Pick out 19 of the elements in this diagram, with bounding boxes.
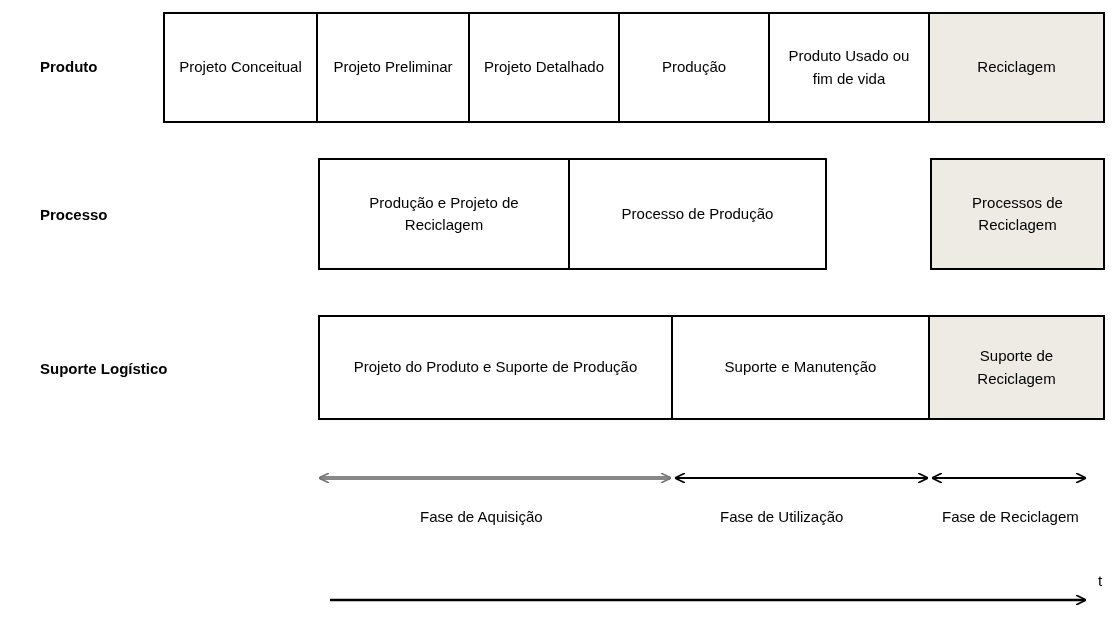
process-box: Suporte e Manutenção — [673, 315, 930, 420]
phase-label: Fase de Reciclagem — [942, 508, 1079, 525]
process-box: Produção e Projeto de Reciclagem — [318, 158, 570, 270]
process-box: Projeto do Produto e Suporte de Produção — [318, 315, 673, 420]
row-label: Suporte Logístico — [40, 360, 168, 377]
process-box: Processos de Reciclagem — [930, 158, 1105, 270]
process-box: Produto Usado ou fim de vida — [770, 12, 930, 123]
process-box: Projeto Detalhado — [470, 12, 620, 123]
process-box: Reciclagem — [930, 12, 1105, 123]
phase-label: Fase de Aquisição — [420, 508, 543, 525]
axis-label: t — [1098, 572, 1103, 589]
phase-label: Fase de Utilização — [720, 508, 844, 525]
process-box: Projeto Conceitual — [163, 12, 318, 123]
process-box: Processo de Produção — [570, 158, 827, 270]
process-box: Suporte de Reciclagem — [930, 315, 1105, 420]
row-label: Produto — [40, 58, 98, 75]
process-box: Produção — [620, 12, 770, 123]
row-label: Processo — [40, 206, 108, 223]
process-box: Projeto Preliminar — [318, 12, 470, 123]
